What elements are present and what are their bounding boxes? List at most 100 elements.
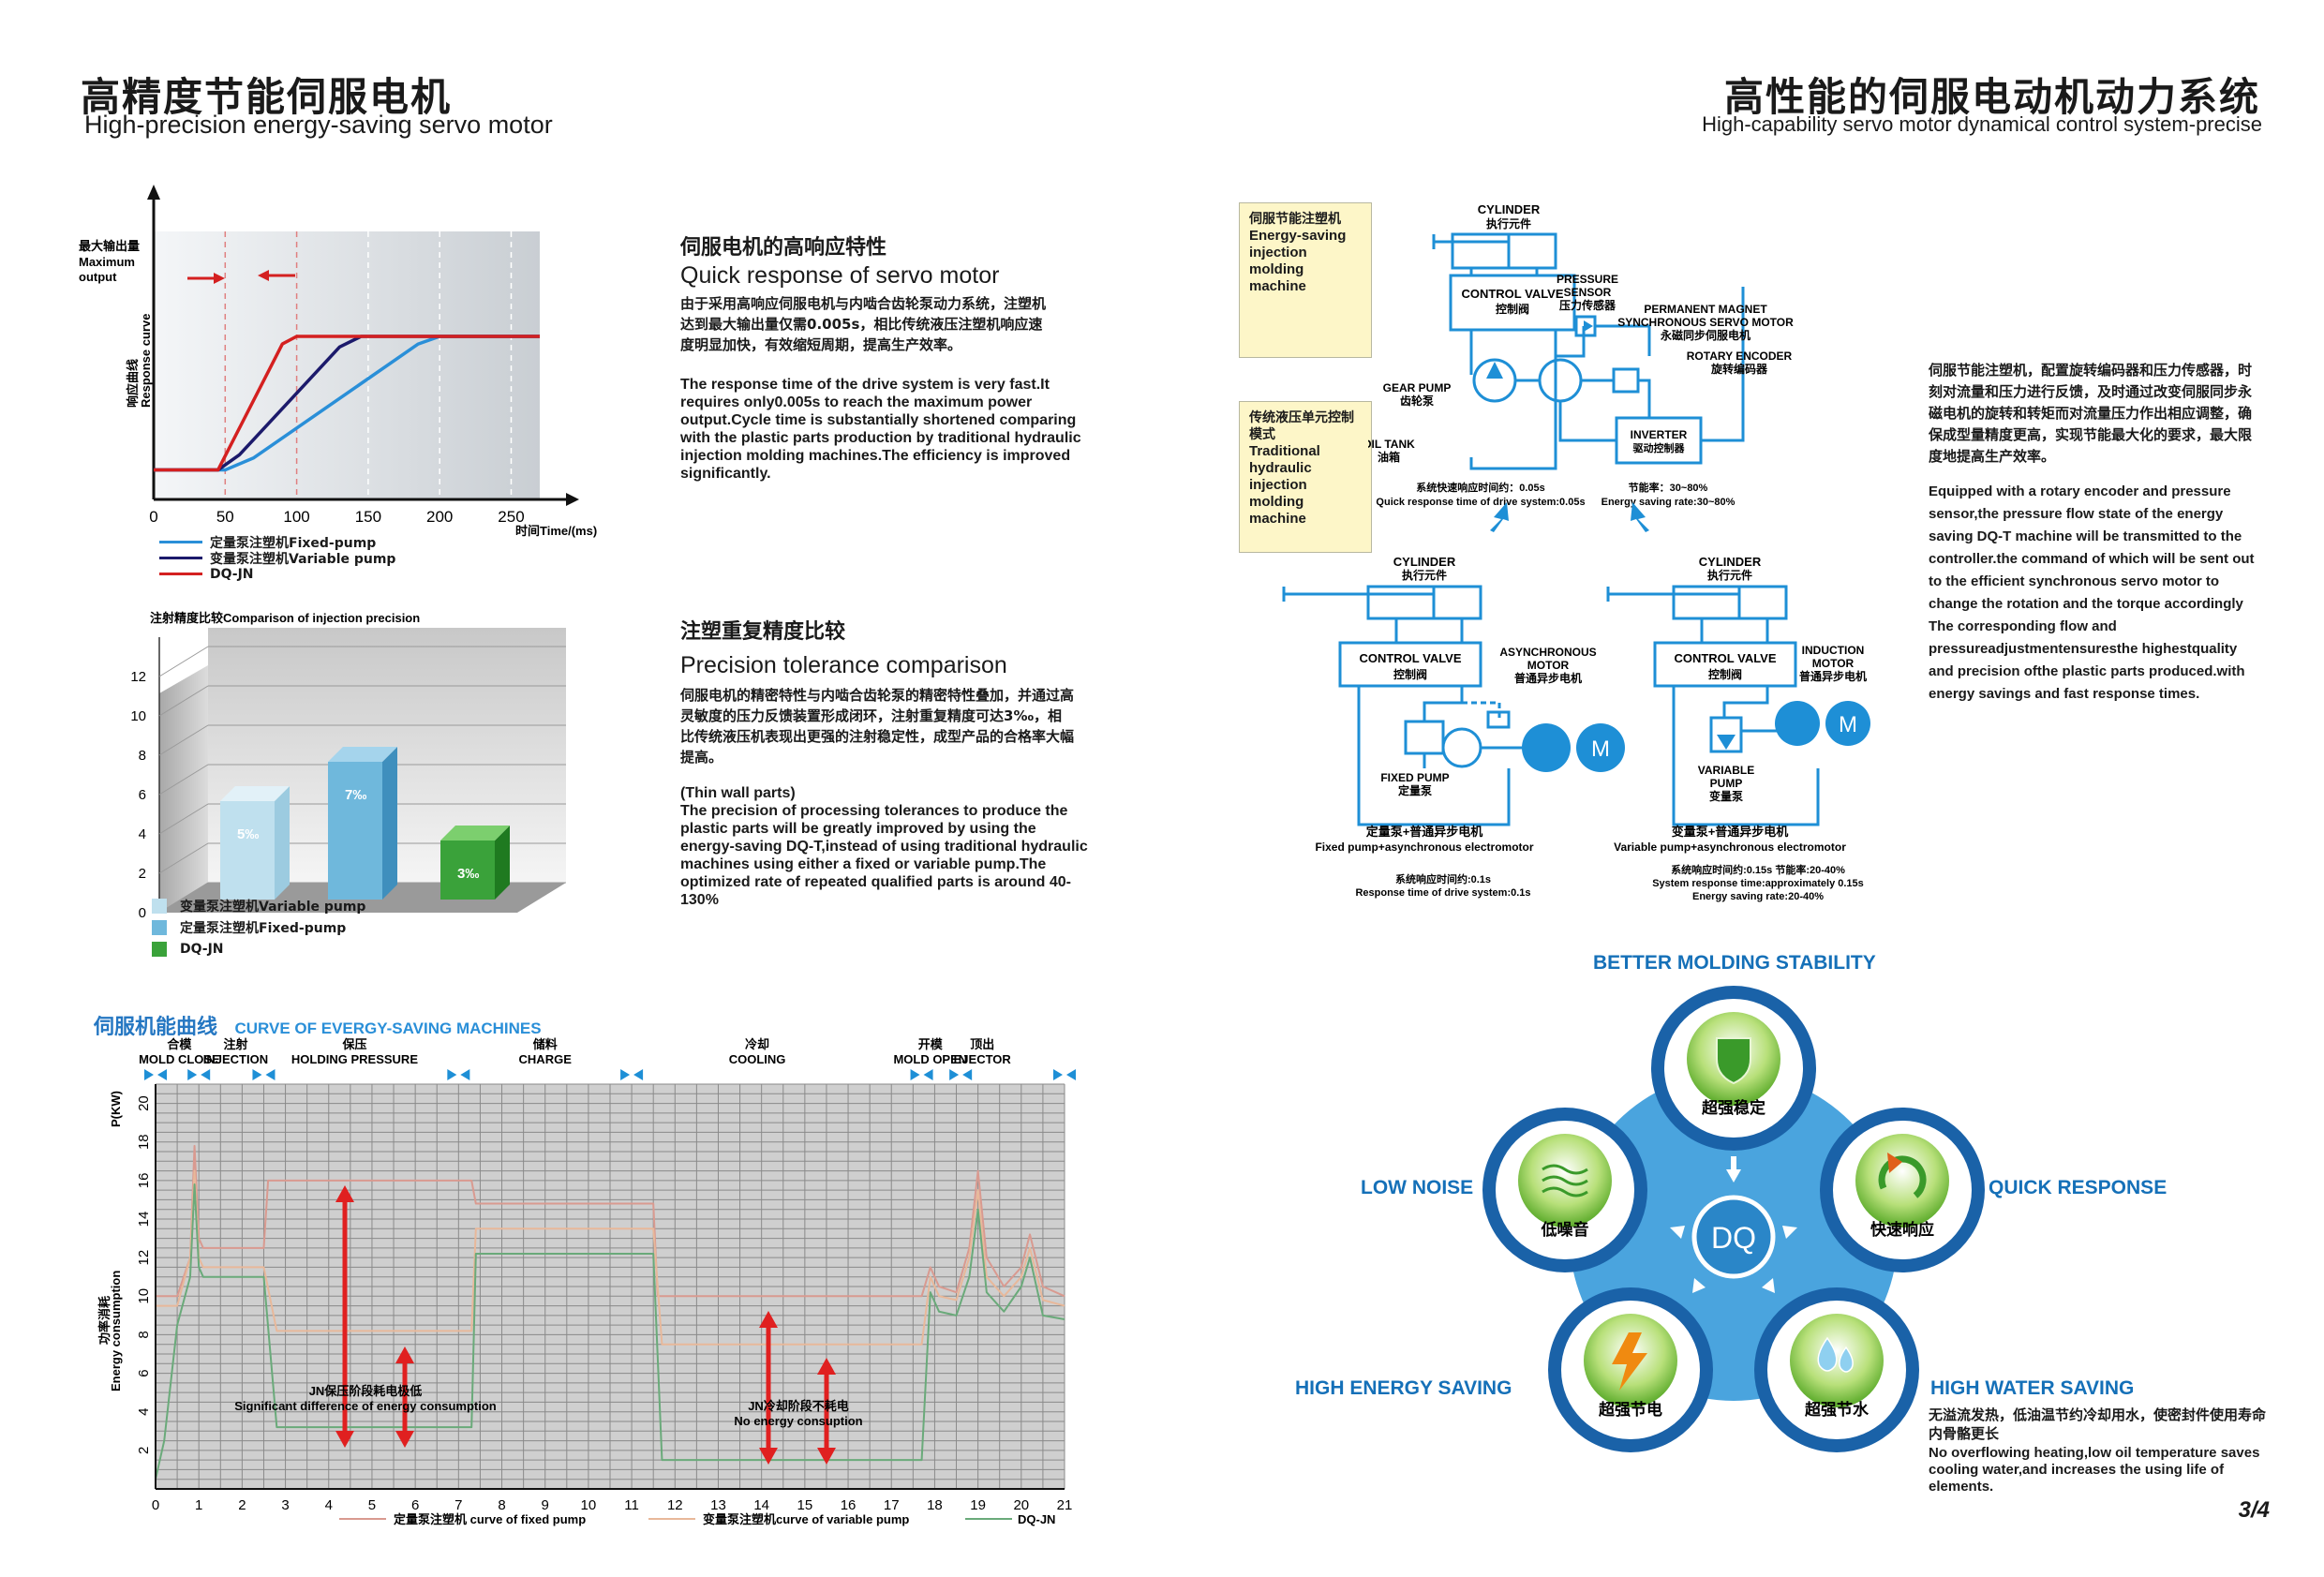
top-saving-en: Energy saving rate:30~80% (1601, 497, 1736, 508)
energy-x-tick: 15 (797, 1497, 813, 1513)
phase-marker (252, 1069, 262, 1080)
phase-label-cn: 保压 (341, 1037, 366, 1051)
holding-arrows (335, 1185, 414, 1448)
up-arrow-right (1631, 502, 1649, 532)
left-valve-box (1338, 641, 1482, 688)
phase-marker (144, 1069, 154, 1080)
oil-tank-label: OIL TANK (1368, 438, 1415, 451)
phase-label-cn: 开模 (918, 1037, 944, 1051)
pm-label-2: SYNCHRONOUS SERVO MOTOR (1617, 316, 1794, 329)
encoder-label: ROTARY ENCODER (1687, 350, 1793, 363)
petal-response: 快速响应 (1820, 1108, 1985, 1272)
bar-grid-line (158, 803, 209, 835)
water-note-en: No overflowing heating,low oil temperatu… (1929, 1445, 2260, 1495)
pump-arrow (1486, 362, 1503, 379)
energy-x-tick: 10 (581, 1497, 597, 1513)
phase-marker (447, 1069, 457, 1080)
right-pump-label-cn: 变量泵 (1709, 789, 1743, 803)
speedup-arrow-2-head (258, 270, 269, 281)
wire (1638, 379, 1651, 418)
left-motor-label-2: MOTOR (1527, 659, 1570, 672)
energy-x-tick: 17 (884, 1497, 900, 1513)
inverter-label: INVERTER (1631, 428, 1688, 441)
legend-swatch (159, 573, 202, 575)
energy-y-unit: P(KW) (109, 1091, 123, 1127)
quick-response-body-cn: 由于采用高响应伺服电机与内啮合齿轮泵动力系统，注塑机达到最大输出量仅需0.005… (680, 295, 1047, 353)
energy-x-tick: 11 (624, 1497, 639, 1513)
left-valve-label: CONTROL VALVE (1359, 651, 1461, 665)
phase-marker (265, 1069, 276, 1080)
right-m-circle (1825, 701, 1870, 746)
encoder-label-cn: 旋转编码器 (1710, 362, 1768, 376)
top-response-en: Quick response time of drive system:0.05… (1376, 497, 1585, 508)
left-m-circle (1576, 723, 1625, 772)
energy-x-tick: 8 (498, 1497, 505, 1513)
phase-marker (201, 1069, 211, 1080)
right-motor-label-2: MOTOR (1812, 657, 1855, 670)
red-arrow-head (335, 1431, 354, 1448)
right-title-cn: 高性能的伺服电动机动力系统 (1723, 74, 2260, 120)
energy-x-tick: 3 (281, 1497, 289, 1513)
petal-noise: 低噪音 (1482, 1108, 1647, 1272)
traditional-note-cn: 传统液压单元控制模式 (1249, 410, 1354, 442)
wire (1701, 287, 1745, 442)
x-tick-label: 250 (498, 508, 524, 526)
energy-x-tick: 13 (710, 1497, 726, 1513)
x-tick-label: 200 (426, 508, 453, 526)
water-drop-icon (1839, 1346, 1854, 1373)
phase-marker (910, 1069, 920, 1080)
phase-label-cn: 合模 (167, 1037, 192, 1051)
refresh-icon (1878, 1155, 1927, 1198)
bar-side (382, 747, 397, 900)
bar-front (328, 762, 382, 900)
bar-top (328, 747, 397, 762)
legend-label: 变量泵注塑机Variable pump (180, 899, 366, 915)
phase-label-cn: 顶出 (970, 1037, 994, 1051)
bar-value-label: 7‰ (345, 787, 366, 803)
legend-swatch (152, 919, 167, 935)
pressure-label-2: SENSOR (1564, 286, 1612, 299)
right-motor-circle (1775, 701, 1820, 746)
energy-y-label-en: Energy consumption (109, 1271, 123, 1391)
feature-label-water: HIGH WATER SAVING (1930, 1377, 2135, 1399)
left-title-cn: 高精度节能伺服电机 (81, 74, 453, 120)
right-saving-en: Energy saving rate:20-40% (1692, 891, 1824, 902)
petal-water-cn: 超强节水 (1805, 1400, 1870, 1419)
energy-x-tick: 7 (454, 1497, 462, 1513)
bar-top (440, 826, 510, 841)
y-max-label-en-2: output (79, 270, 117, 284)
energy-y-tick: 20 (136, 1095, 152, 1111)
energy-x-tick: 9 (542, 1497, 549, 1513)
encoder-box (1612, 367, 1640, 394)
phase-label-cn: 冷却 (745, 1037, 769, 1051)
up-arrow-left (1490, 502, 1509, 532)
legend-item-variable-pump-bar: 变量泵注塑机Variable pump (152, 895, 365, 916)
tank-lines (1357, 768, 1511, 826)
bar-y-tick: 10 (131, 708, 146, 724)
phase-label-en: EJECTOR (954, 1052, 1012, 1066)
left-caption-en: Fixed pump+asynchronous electromotor (1315, 841, 1533, 854)
annotation-holding-en: Significant difference of energy consump… (234, 1399, 497, 1413)
energy-x-tick: 16 (841, 1497, 857, 1513)
bar-grid-line (158, 882, 209, 914)
legend-swatch (159, 541, 202, 543)
red-arrow-head (817, 1358, 836, 1375)
response-chart-legend: 定量泵注塑机Fixed-pump 变量泵注塑机Variable pump DQ-… (159, 534, 395, 582)
lightning-icon (1612, 1332, 1647, 1391)
variable-pump-box (1709, 716, 1743, 753)
left-pump-circle (1441, 727, 1482, 768)
petal-water: 超强节水 (1754, 1287, 1919, 1452)
energy-y-label-cn: 功率消耗 (97, 1296, 112, 1345)
phase-marker (949, 1069, 960, 1080)
phase-marker (157, 1069, 167, 1080)
x-axis-arrow (566, 493, 579, 506)
right-title-en: High-capability servo motor dynamical co… (1702, 112, 2262, 136)
energy-x-tick: 19 (970, 1497, 986, 1513)
legend-swatch (159, 557, 202, 559)
traditional-note: 传统液压单元控制模式 Traditional hydraulic injecti… (1239, 401, 1372, 553)
quick-response-body-en: The response time of the drive system is… (680, 377, 1081, 482)
left-motor-label-cn: 普通异步电机 (1514, 671, 1582, 685)
x-tick-label: 0 (149, 508, 157, 526)
control-valve-box (1449, 274, 1576, 332)
